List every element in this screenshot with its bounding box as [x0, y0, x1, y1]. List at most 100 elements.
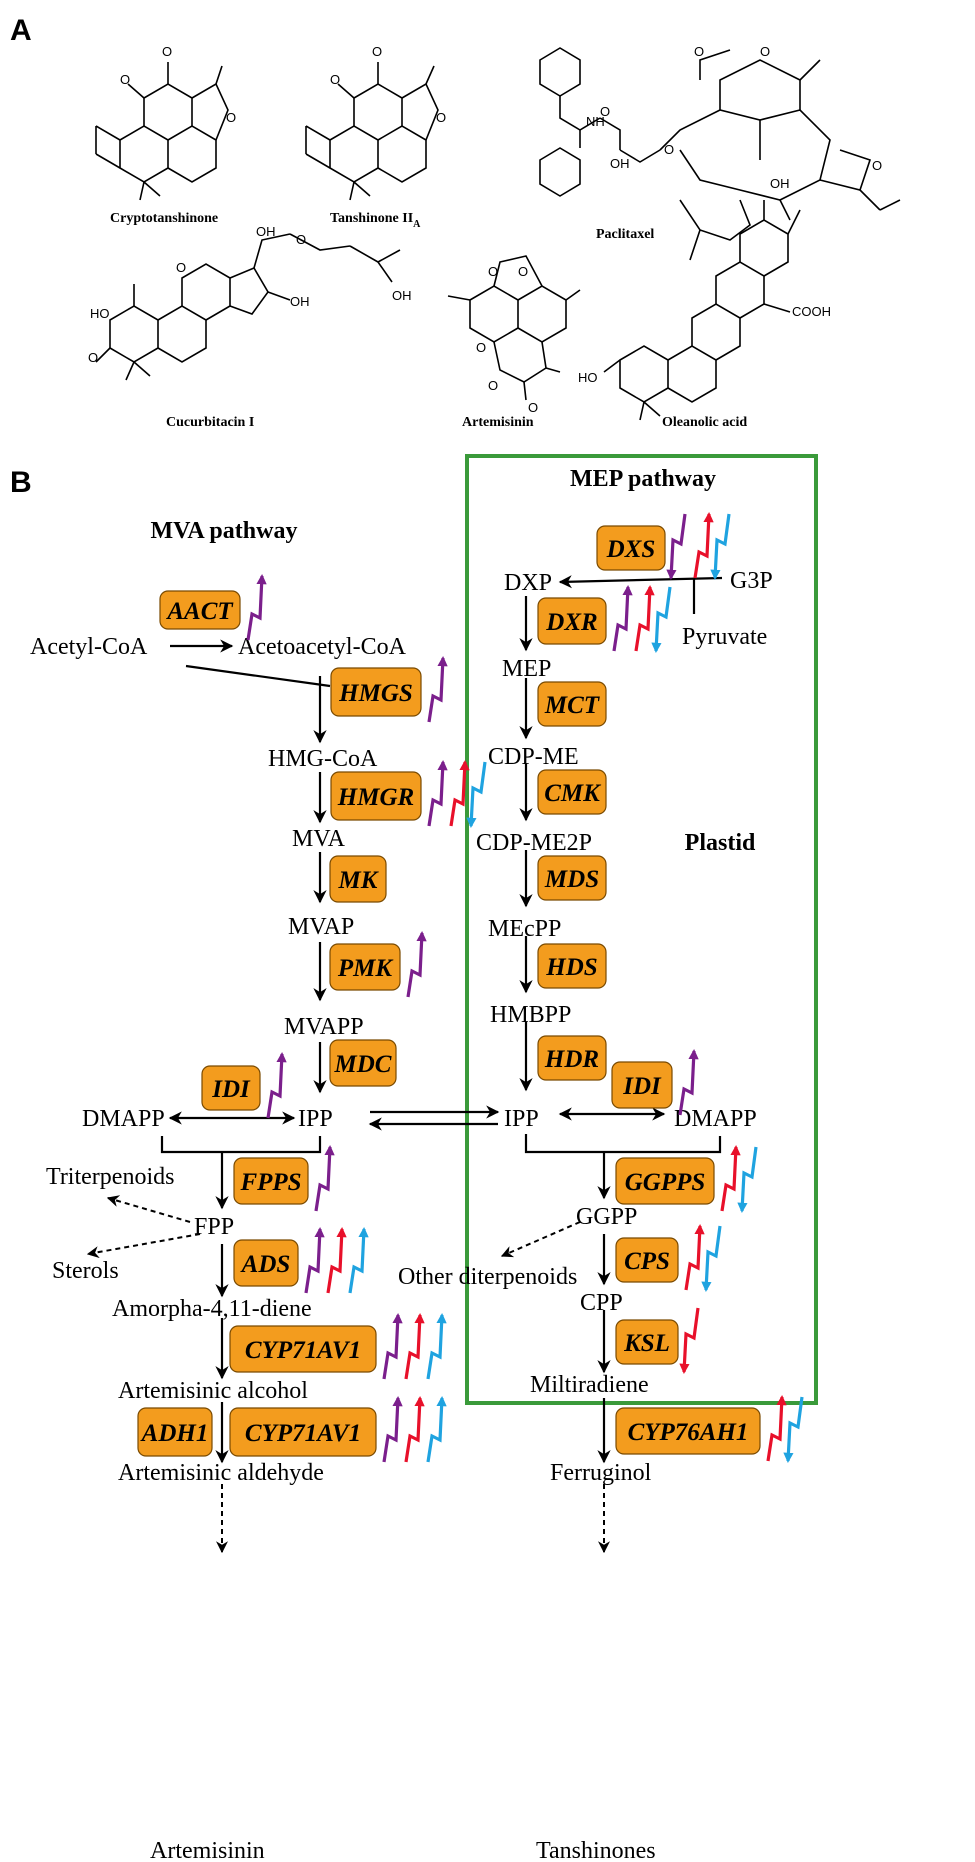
svg-text:HO: HO — [578, 370, 598, 385]
tanshinone-iia-atoms: O O O — [330, 44, 446, 125]
metabolite-dmapp-right: DMAPP — [674, 1106, 757, 1132]
svg-text:O: O — [760, 44, 770, 59]
svg-text:DXR: DXR — [545, 609, 597, 636]
metabolite-artemisinic-aldehyde: Artemisinic aldehyde — [118, 1460, 324, 1486]
purple-up-regulation-arrow-icon — [406, 930, 427, 998]
metabolite-cpp: CPP — [580, 1290, 623, 1316]
purple-up-regulation-arrow-icon — [427, 759, 448, 827]
metabolite-tanshinones: Tanshinones — [536, 1838, 656, 1862]
tanshinone-iia-structure — [305, 62, 439, 201]
svg-text:O: O — [162, 44, 172, 59]
blue-up-regulation-arrow-icon — [426, 1312, 447, 1380]
enzyme-ggpps: GGPPS — [615, 1157, 715, 1205]
red-up-regulation-arrow-icon — [693, 511, 714, 579]
plastid-compartment — [465, 454, 818, 1405]
svg-text:CPS: CPS — [624, 1248, 670, 1275]
purple-up-regulation-arrow-icon — [678, 1048, 699, 1116]
metabolite-mecpp: MEcPP — [488, 916, 561, 942]
metabolite-fpp: FPP — [194, 1214, 234, 1240]
svg-text:MDS: MDS — [544, 866, 599, 893]
enzyme-adh1: ADH1 — [137, 1407, 213, 1457]
svg-text:PMK: PMK — [337, 955, 395, 982]
metabolite-acetyl-coa: Acetyl-CoA — [30, 634, 148, 660]
svg-text:O: O — [120, 72, 130, 87]
metabolite-dxp: DXP — [504, 570, 552, 596]
purple-up-regulation-arrow-icon — [304, 1226, 325, 1294]
enzyme-fpps: FPPS — [233, 1157, 309, 1205]
enzyme-ksl: KSL — [615, 1319, 679, 1365]
svg-text:OH: OH — [610, 156, 630, 171]
svg-text:CYP71AV1: CYP71AV1 — [245, 1420, 361, 1447]
metabolite-mvap: MVAP — [288, 914, 354, 940]
oleanolic-acid-atoms: COOH HO — [578, 304, 831, 385]
enzyme-mdc: MDC — [329, 1039, 397, 1087]
artemisinin-atoms: O O O O O — [476, 264, 538, 415]
svg-text:GGPPS: GGPPS — [625, 1169, 706, 1196]
svg-text:O: O — [330, 72, 340, 87]
enzyme-cyp71av1-a: CYP71AV1 — [229, 1325, 377, 1373]
purple-up-regulation-arrow-icon — [382, 1312, 403, 1380]
enzyme-mct: MCT — [537, 681, 607, 727]
enzyme-hdr: HDR — [537, 1035, 607, 1081]
red-up-regulation-arrow-icon — [449, 759, 470, 827]
svg-text:CYP71AV1: CYP71AV1 — [245, 1337, 361, 1364]
svg-text:O: O — [872, 158, 882, 173]
oleanolic-acid-structure — [603, 200, 801, 421]
metabolites: Acetyl-CoA Acetoacetyl-CoA HMG-CoA MVA M… — [30, 568, 773, 1862]
svg-text:ADS: ADS — [240, 1251, 291, 1278]
purple-up-regulation-arrow-icon — [612, 584, 633, 652]
enzyme-cps: CPS — [615, 1237, 679, 1283]
purple-up-regulation-arrow-icon — [246, 573, 267, 641]
metabolite-acetoacetyl-coa: Acetoacetyl-CoA — [238, 634, 407, 660]
red-down-regulation-arrow-icon — [679, 1307, 700, 1375]
molecule-label-cryptotanshinone: Cryptotanshinone — [110, 211, 218, 226]
metabolite-dmapp-left: DMAPP — [82, 1106, 165, 1132]
blue-down-regulation-arrow-icon — [651, 586, 672, 654]
cryptotanshinone-structure — [95, 62, 229, 201]
metabolite-mep: MEP — [502, 656, 551, 682]
enzyme-dxs: DXS — [596, 525, 666, 571]
cucurbitacin-i-structure — [95, 233, 401, 381]
red-up-regulation-arrow-icon — [720, 1144, 741, 1212]
enzyme-idi-right: IDI — [611, 1061, 673, 1109]
metabolite-miltiradiene: Miltiradiene — [530, 1372, 649, 1398]
enzyme-hds: HDS — [537, 943, 607, 989]
enzyme-cmk: CMK — [537, 769, 607, 815]
cucurbitacin-i-atoms: OH O O HO O OH OH — [88, 224, 412, 365]
svg-text:ADH1: ADH1 — [140, 1420, 209, 1447]
svg-text:CYP76AH1: CYP76AH1 — [628, 1419, 749, 1446]
red-up-regulation-arrow-icon — [404, 1312, 425, 1380]
expression-arrows — [246, 511, 804, 1464]
metabolite-sterols: Sterols — [52, 1258, 119, 1284]
svg-text:COOH: COOH — [792, 304, 831, 319]
svg-text:O: O — [88, 350, 98, 365]
svg-text:KSL: KSL — [623, 1330, 670, 1357]
red-up-regulation-arrow-icon — [326, 1226, 347, 1294]
purple-up-regulation-arrow-icon — [266, 1051, 287, 1119]
svg-text:MCT: MCT — [544, 692, 601, 719]
blue-down-regulation-arrow-icon — [701, 1225, 722, 1293]
enzyme-hmgs: HMGS — [330, 667, 422, 717]
svg-text:O: O — [372, 44, 382, 59]
mep-pathway-title: MEP pathway — [570, 466, 716, 492]
metabolite-ferruginol: Ferruginol — [550, 1460, 652, 1486]
blue-up-regulation-arrow-icon — [426, 1395, 447, 1463]
svg-text:MK: MK — [338, 867, 380, 894]
red-up-regulation-arrow-icon — [684, 1223, 705, 1291]
svg-text:DXS: DXS — [606, 536, 656, 563]
metabolite-ggpp: GGPP — [576, 1204, 637, 1230]
enzymes: AACT HMGS HMGR MK PMK MDC IDI FPPS ADS C… — [137, 525, 761, 1457]
plastid-label: Plastid — [685, 830, 756, 856]
molecule-label-tanshinone-iia: Tanshinone IIA — [330, 211, 421, 230]
metabolite-other-diterpenoids: Other diterpenoids — [398, 1264, 577, 1290]
svg-text:HDR: HDR — [544, 1046, 599, 1073]
enzyme-ads: ADS — [233, 1239, 299, 1287]
paclitaxel-structure — [539, 47, 901, 261]
blue-down-regulation-arrow-icon — [737, 1146, 758, 1214]
molecule-label-cucurbitacin-i: Cucurbitacin I — [166, 415, 254, 430]
metabolite-artemisinin: Artemisinin — [150, 1838, 265, 1862]
svg-text:O: O — [488, 378, 498, 393]
svg-text:O: O — [528, 400, 538, 415]
metabolite-mva: MVA — [292, 826, 346, 852]
